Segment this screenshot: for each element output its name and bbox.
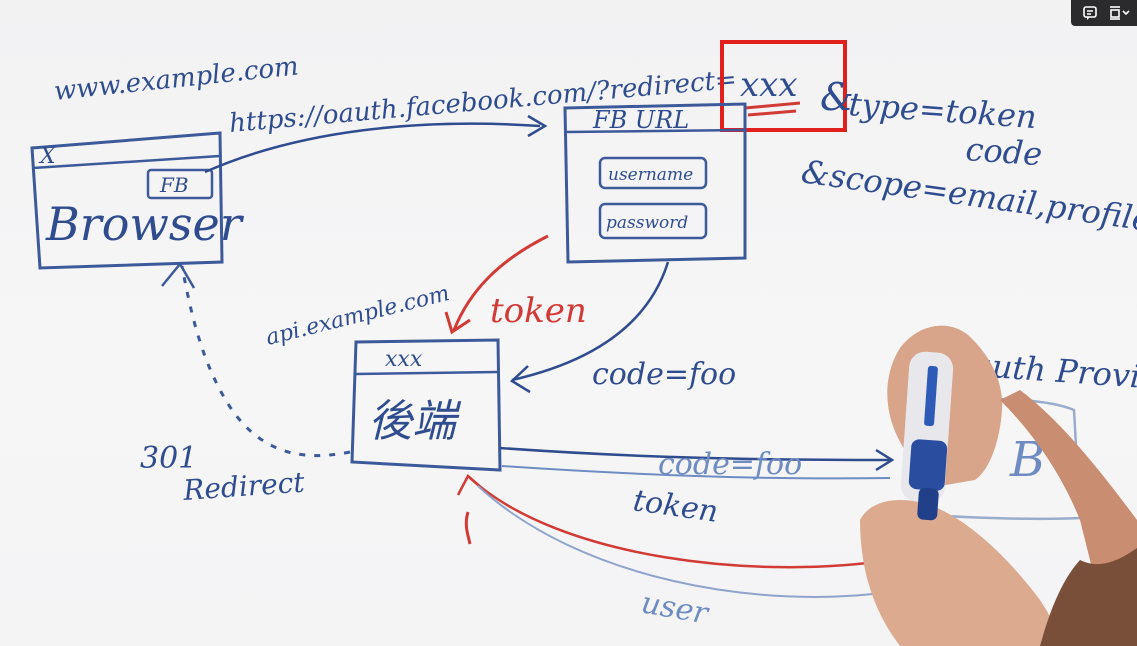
arrow-fb-to-backend [511,261,670,382]
backend-header: xxx [385,347,423,372]
backend-server-box: xxx 後端 [350,338,502,472]
site-url-text: www.example.com [53,51,300,107]
comment-icon[interactable] [1078,3,1102,23]
browser-title: Browser [45,197,245,251]
fit-screen-icon[interactable] [1107,3,1131,23]
browser-sketch: X FB Browser [30,131,245,270]
fb-button-label: FB [159,173,189,197]
fb-login-box: FB URL username password [563,102,747,264]
redirect-value-text: xxx [740,65,798,105]
type-alt-text: code [964,130,1043,173]
user-label: user [639,585,713,631]
token-label-blue: token [631,483,720,530]
fb-password-field: password [606,213,688,233]
fb-box-title: FB URL [592,106,689,134]
redirect-label: Redirect [181,466,306,508]
red-user-arrow [469,477,891,569]
player-toolbar [1071,0,1137,26]
arrow-backend-to-provider [499,446,891,462]
arrow-browser-to-fb [204,122,541,174]
code-foo-label-1: code=foo [592,357,736,392]
redirect-code: 301 [140,441,197,476]
token-label-red: token [490,291,587,331]
backend-label: 後端 [368,396,462,447]
highlight-box [720,40,847,132]
amp-type: & [820,75,854,119]
chevron-down-icon [1121,10,1130,16]
browser-tab-x: X [38,144,57,169]
type-param-text: type=token [847,85,1037,136]
marker-pen [900,351,954,521]
redirect-underline [744,101,801,117]
redirect-dashed-arrow [180,265,351,458]
fb-username-field: username [608,165,693,185]
red-token-arrow [452,234,549,331]
